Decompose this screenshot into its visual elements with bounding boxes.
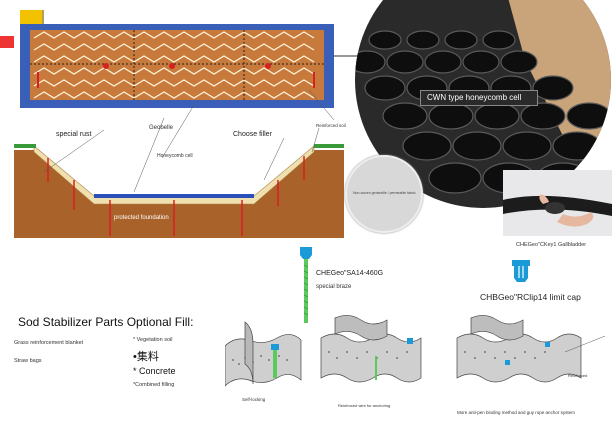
cwn-type-label: CWN type honeycomb cell: [420, 90, 538, 106]
section-anchors: [47, 156, 305, 236]
anchor-dot: [103, 63, 109, 69]
gallbladder-caption: CHEGeo"CKey1 Gallbladder: [516, 242, 587, 248]
corner-accent: [20, 10, 42, 24]
caption-self-locking: Self-locking: [242, 397, 266, 402]
leader-lines: [43, 89, 335, 193]
perforations: [232, 351, 546, 365]
caption-reinforced-wire: Reinforced wire for anchoring: [338, 403, 391, 408]
divider: [330, 55, 360, 57]
label-protected-foundation: protected foundation: [114, 215, 169, 221]
right-fill-list: * Vegetation soil •集料 * Concrete *Combin…: [133, 337, 176, 398]
geocell-panels: [225, 315, 606, 387]
plan-honeycomb-grid: [33, 31, 315, 99]
geotextile-caption: Non-woven geotextile / permeable fabric: [353, 191, 416, 195]
geotextile-photo: Non-woven geotextile / permeable fabric: [345, 155, 423, 233]
anchor-dot: [169, 63, 175, 69]
anchor-dot: [265, 63, 271, 69]
label-choose-filler: Choose filler: [233, 131, 272, 138]
geocell-panel-a: [225, 334, 302, 387]
sa-sublabel: special braze: [316, 284, 352, 290]
gallbladder-photo: [503, 170, 612, 236]
geocell-panel-b: [320, 333, 422, 383]
label-reinforced-soil: Reinforced soil: [316, 123, 346, 128]
parts-title: Sod Stabilizer Parts Optional Fill:: [18, 315, 194, 329]
cross-section-diagram: [14, 24, 344, 238]
caption-anchor-system: More anti-pen binding method and guy rop…: [457, 410, 575, 415]
corner-accent-line: [42, 10, 44, 34]
fill-item: *Combined filling: [133, 382, 175, 388]
sa-label: CHEGeo"SA14-460G: [316, 270, 384, 277]
grass-edge: [14, 144, 36, 148]
plan-view-soil: [30, 30, 324, 100]
grass-edge: [314, 144, 344, 148]
label-geobelle: Geobelle: [149, 125, 174, 131]
water-layer: [94, 194, 254, 198]
left-fill-list: Grass reinforcement blanket Straw bags: [14, 340, 83, 374]
soil-section: [14, 150, 344, 238]
stake-icon: [300, 247, 312, 323]
fill-item: Grass reinforcement blanket: [14, 340, 84, 346]
fill-item: Straw bags: [14, 358, 42, 364]
edge-accent: [0, 36, 14, 48]
panel-anchors: [271, 335, 606, 380]
fill-item: •集料: [133, 351, 159, 363]
rclip-label: CHBGeo"RClip14 limit cap: [480, 292, 581, 302]
label-special-rust: special rust: [56, 131, 92, 138]
label-honeycomb-cell: Honeycomb cell: [157, 153, 193, 159]
caption-reinforced: Reinforced: [568, 373, 588, 378]
fill-item: * Vegetation soil: [133, 337, 173, 343]
fill-item: * Concrete: [133, 366, 176, 376]
cap-icon: [512, 260, 530, 282]
